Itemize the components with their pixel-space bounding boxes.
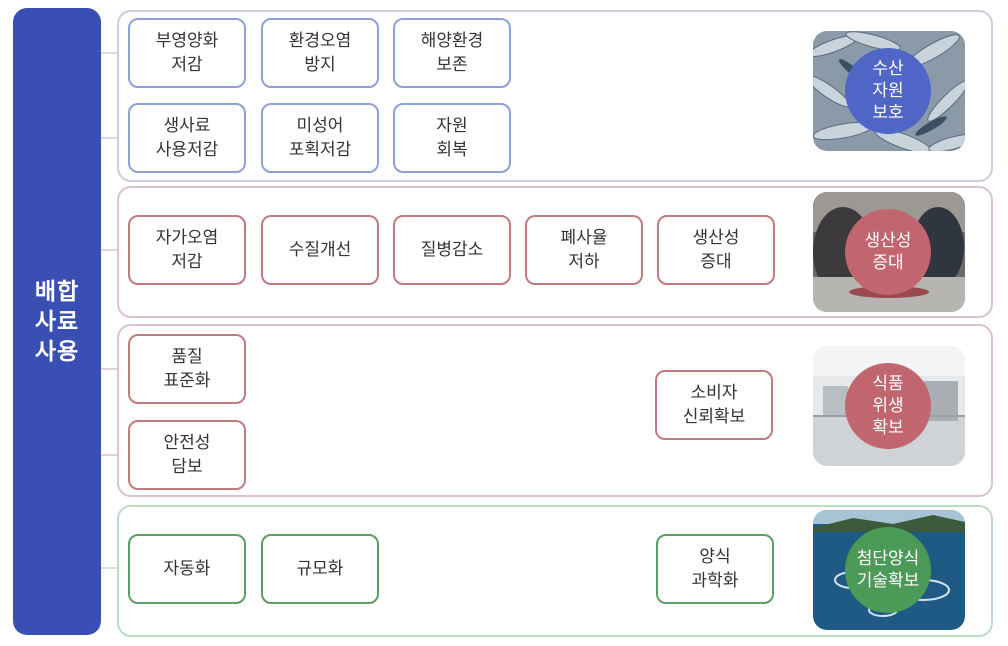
- self-pollution-reduction-box: 자가오염 저감: [128, 215, 246, 285]
- mortality-reduction-box: 폐사율 저하: [525, 215, 643, 285]
- quality-standardization-box: 품질 표준화: [128, 334, 246, 404]
- consumer-trust-box: 소비자 신뢰확보: [655, 370, 773, 440]
- marine-conservation-box: 해양환경 보존: [393, 18, 511, 88]
- sidebar-label: 배합 사료 사용: [34, 278, 80, 365]
- scientific-aquaculture-box: 양식 과학화: [656, 534, 774, 604]
- disease-reduction-box: 질병감소: [393, 215, 511, 285]
- feed-usage-sidebar: 배합 사료 사용: [13, 8, 101, 635]
- productivity-increase-box: 생산성 증대: [657, 215, 775, 285]
- resource-recovery-box: 자원 회복: [393, 103, 511, 173]
- raw-feed-reduction-box: 생사료 사용저감: [128, 103, 246, 173]
- scale-up-box: 규모화: [261, 534, 379, 604]
- advanced-aquaculture-badge: 첨단양식 기술확보: [845, 527, 931, 613]
- automation-box: 자동화: [128, 534, 246, 604]
- resource-protection-badge: 수산 자원 보호: [845, 48, 931, 134]
- safety-assurance-box: 안전성 담보: [128, 420, 246, 490]
- fish-catch-photo: [813, 31, 965, 151]
- juvenile-catch-reduction-box: 미성어 포획저감: [261, 103, 379, 173]
- pollution-prevention-box: 환경오염 방지: [261, 18, 379, 88]
- food-hygiene-badge: 식품 위생 확보: [845, 363, 931, 449]
- productivity-badge: 생산성 증대: [845, 209, 931, 295]
- eutrophication-reduction-box: 부영양화 저감: [128, 18, 246, 88]
- water-quality-box: 수질개선: [261, 215, 379, 285]
